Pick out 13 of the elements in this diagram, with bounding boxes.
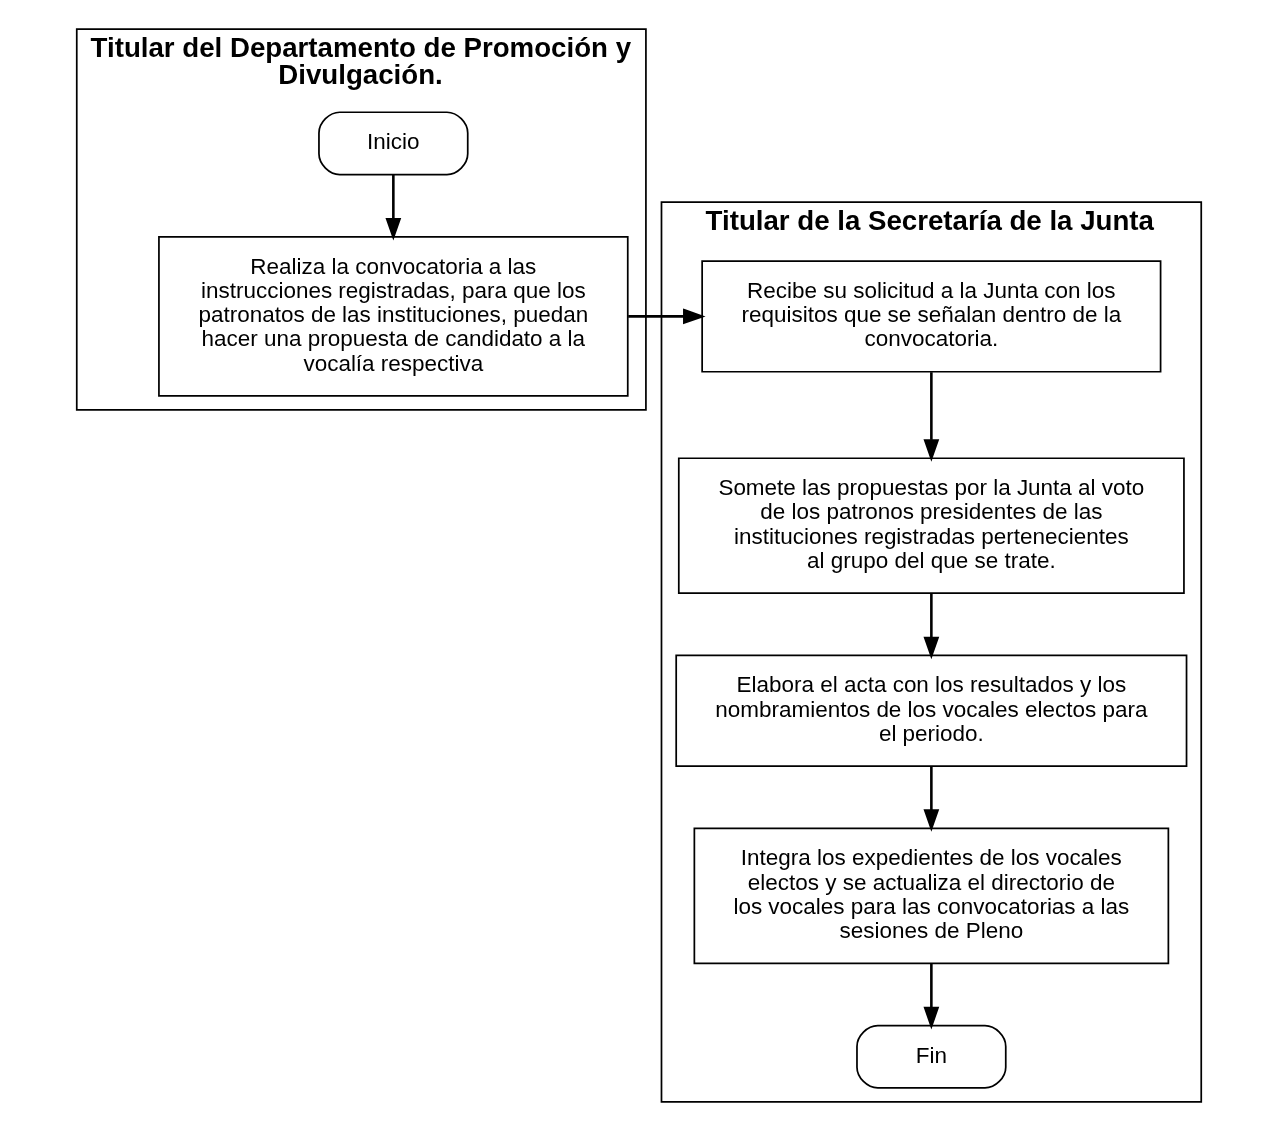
arrow	[923, 372, 939, 462]
arrow	[384, 174, 401, 241]
arrow	[923, 593, 939, 660]
node-box: Somete las propuestas por la Junta al voto de los patronos presidentes de las instituciones registradas pertenecientes al grupo del que se trate.	[677, 457, 1185, 595]
node-box: Inicio	[317, 111, 469, 176]
node-box: Recibe su solicitud a la Junta con los requisitos que se señalan dentro de la convocatoria.	[700, 260, 1161, 373]
node-box: Realiza la convocatoria a las instrucciones registradas, para que los patronatos de las instituciones, puedan hacer una propuesta de candidato a la vocalía respectiva	[157, 235, 629, 397]
arrow	[923, 766, 939, 832]
node-box: Elabora el acta con los resultados y los nombramientos de los vocales electos para el periodo.	[674, 654, 1187, 768]
node-box: Integra los expedientes de los vocales electos y se actualiza el directorio de los vocales para las convocatorias a las sesiones de Pleno	[693, 827, 1169, 965]
node-box: Fin	[855, 1024, 1007, 1089]
arrow	[923, 963, 939, 1030]
arrow	[627, 308, 706, 325]
